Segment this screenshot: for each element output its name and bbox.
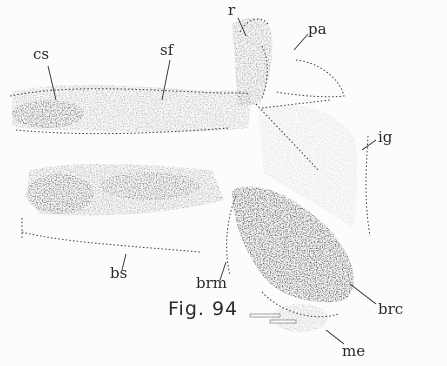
label-pa: pa [308,22,327,37]
radix-stalk [232,18,272,106]
label-brm: brm [196,276,227,291]
label-ig: ig [378,130,392,145]
label-sf: sf [160,43,173,58]
label-cs: cs [33,47,49,62]
cs-dense-region [12,100,84,128]
label-brc: brc [378,302,403,317]
lower-band-mid-mass [100,172,200,200]
lower-band-bottom-edge [22,232,200,252]
pa-outline [276,60,344,97]
label-bs: bs [110,266,127,281]
leader-ig [362,140,376,150]
leader-pa [294,34,308,50]
lower-band-left-mass [26,174,94,214]
label-me: me [342,344,365,359]
stipple-layer [12,18,357,332]
figure-caption: Fig. 94 [168,300,238,319]
leader-brc [350,284,376,304]
label-r: r [228,3,235,18]
ig-bracket [366,136,370,236]
me-region [272,304,328,332]
